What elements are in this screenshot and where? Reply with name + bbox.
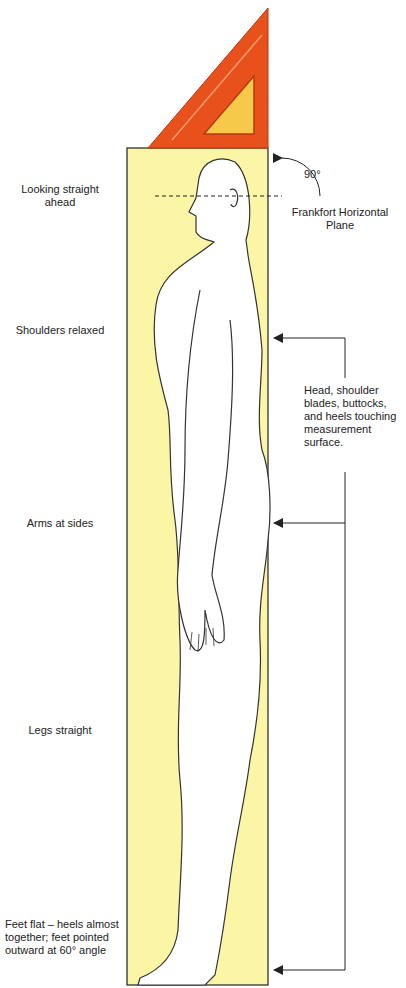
annotation-label: Shoulders relaxed <box>10 324 110 337</box>
annotation-label: Head, shoulder blades, buttocks, and hee… <box>304 384 402 449</box>
annotation-label: 90° <box>304 168 334 181</box>
human-figure <box>138 159 270 985</box>
set-square <box>148 8 268 148</box>
annotation-label: Looking straight ahead <box>10 183 110 209</box>
annotation-label: Feet flat – heels almost together; feet … <box>5 918 123 957</box>
annotation-label: Legs straight <box>10 724 110 737</box>
frankfort-plane-line <box>155 196 282 197</box>
annotation-label: Frankfort Horizontal Plane <box>280 206 400 232</box>
annotation-label: Arms at sides <box>10 517 110 530</box>
